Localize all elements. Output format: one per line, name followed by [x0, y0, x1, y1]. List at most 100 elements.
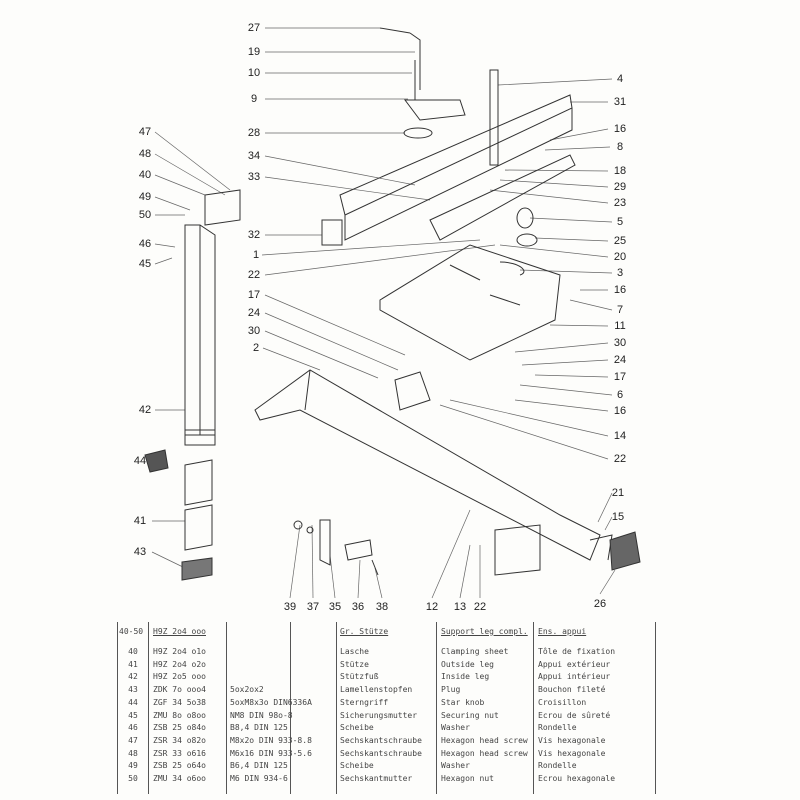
- order-code: H9Z 2o4 o2o: [153, 659, 206, 669]
- specification: B8,4 DIN 125: [230, 723, 288, 733]
- callout-17: 17: [247, 289, 261, 301]
- callout-37: 37: [306, 601, 320, 613]
- callout-45: 45: [138, 258, 152, 270]
- callout-17: 17: [613, 371, 627, 383]
- part-number: 46: [128, 723, 138, 733]
- french-name: Ecrou hexagonale: [538, 774, 616, 783]
- callout-9: 9: [250, 93, 258, 105]
- callout-46: 46: [138, 238, 152, 250]
- english-name: Clamping sheet: [441, 647, 509, 656]
- header-range: 40-50: [119, 627, 144, 636]
- specification: B6,4 DIN 125: [230, 761, 288, 771]
- french-name: Rondelle: [538, 761, 577, 771]
- callout-38: 38: [375, 601, 389, 613]
- part-number: 44: [128, 697, 138, 707]
- french-name: Appui intérieur: [538, 672, 611, 682]
- english-name: Outside leg: [441, 659, 494, 669]
- order-code: H9Z 2o5 ooo: [153, 672, 206, 682]
- callout-26: 26: [593, 598, 607, 610]
- callout-12: 12: [425, 601, 439, 613]
- order-code: H9Z 2o4 o1o: [153, 647, 206, 656]
- callout-43: 43: [133, 546, 147, 558]
- callout-3: 3: [616, 267, 624, 279]
- order-code: ZMU 34 o6oo: [153, 774, 206, 783]
- german-name: Lasche: [340, 647, 369, 656]
- callout-33: 33: [247, 171, 261, 183]
- order-code: ZSR 33 o616: [153, 748, 206, 758]
- german-name: Sechskantmutter: [340, 774, 413, 783]
- callout-31: 31: [613, 96, 627, 108]
- german-name: Scheibe: [340, 723, 374, 733]
- callout-24: 24: [247, 307, 261, 319]
- callout-35: 35: [328, 601, 342, 613]
- callout-30: 30: [247, 325, 261, 337]
- callout-18: 18: [613, 165, 627, 177]
- french-name: Bouchon fileté: [538, 685, 606, 695]
- callout-24: 24: [613, 354, 627, 366]
- french-name: Rondelle: [538, 723, 577, 733]
- callout-8: 8: [616, 141, 624, 153]
- english-name: Hexagon head screw: [441, 748, 528, 758]
- callout-49: 49: [138, 191, 152, 203]
- callout-13: 13: [453, 601, 467, 613]
- part-number: 45: [128, 710, 138, 720]
- specification: M6x16 DIN 933-5.6: [230, 748, 312, 758]
- header-french: Ens. appui: [538, 627, 587, 636]
- callout-42: 42: [138, 404, 152, 416]
- german-name: Sechskantschraube: [340, 735, 422, 745]
- callout-27: 27: [247, 22, 261, 34]
- callout-41: 41: [133, 515, 147, 527]
- part-number: 42: [128, 672, 138, 682]
- callout-19: 19: [247, 46, 261, 58]
- german-name: Stütze: [340, 659, 369, 669]
- callout-39: 39: [283, 601, 297, 613]
- callout-6: 6: [616, 389, 624, 401]
- callout-30: 30: [613, 337, 627, 349]
- order-code: ZMU 8o o8oo: [153, 710, 206, 720]
- callout-22: 22: [247, 269, 261, 281]
- order-code: ZSR 34 o82o: [153, 735, 206, 745]
- leader-lines: [151, 27, 616, 599]
- part-shapes: [144, 27, 641, 581]
- french-name: Tôle de fixation: [538, 647, 616, 656]
- callout-11: 11: [614, 320, 626, 332]
- part-number: 49: [128, 761, 138, 771]
- callout-25: 25: [613, 235, 627, 247]
- german-name: Stützfuß: [340, 672, 379, 682]
- order-code: ZDK 7o ooo4: [153, 685, 206, 695]
- order-code: ZSB 25 o64o: [153, 761, 206, 771]
- callout-47: 47: [138, 126, 152, 138]
- callout-15: 15: [611, 511, 625, 523]
- callout-29: 29: [613, 181, 627, 193]
- callout-22: 22: [613, 453, 627, 465]
- header-english: Support leg compl.: [441, 627, 528, 636]
- order-code: ZGF 34 5o38: [153, 697, 206, 707]
- english-name: Plug: [441, 685, 461, 695]
- callout-16: 16: [613, 284, 627, 296]
- part-number: 48: [128, 748, 138, 758]
- specification: 5ox2ox2: [230, 685, 264, 695]
- french-name: Appui extérieur: [538, 659, 611, 669]
- specification: M8x2o DIN 933-8.8: [230, 735, 312, 745]
- german-name: Sicherungsmutter: [340, 710, 418, 720]
- french-name: Ecrou de sûreté: [538, 710, 611, 720]
- callout-36: 36: [351, 601, 365, 613]
- specification: M6 DIN 934-6: [230, 774, 288, 783]
- french-name: Vis hexagonale: [538, 748, 606, 758]
- french-name: Vis hexagonale: [538, 735, 606, 745]
- header-german: Gr. Stütze: [340, 627, 389, 636]
- german-name: Sterngriff: [340, 697, 389, 707]
- callout-5: 5: [616, 216, 624, 228]
- callout-44: 44: [133, 455, 147, 467]
- callout-28: 28: [247, 127, 261, 139]
- callout-40: 40: [138, 169, 152, 181]
- english-name: Washer: [441, 723, 470, 733]
- german-name: Scheibe: [340, 761, 374, 771]
- german-name: Sechskantschraube: [340, 748, 422, 758]
- part-number: 41: [128, 659, 138, 669]
- callout-7: 7: [616, 304, 624, 316]
- specification: NM8 DIN 98o-8: [230, 710, 293, 720]
- callout-32: 32: [247, 229, 261, 241]
- english-name: Inside leg: [441, 672, 490, 682]
